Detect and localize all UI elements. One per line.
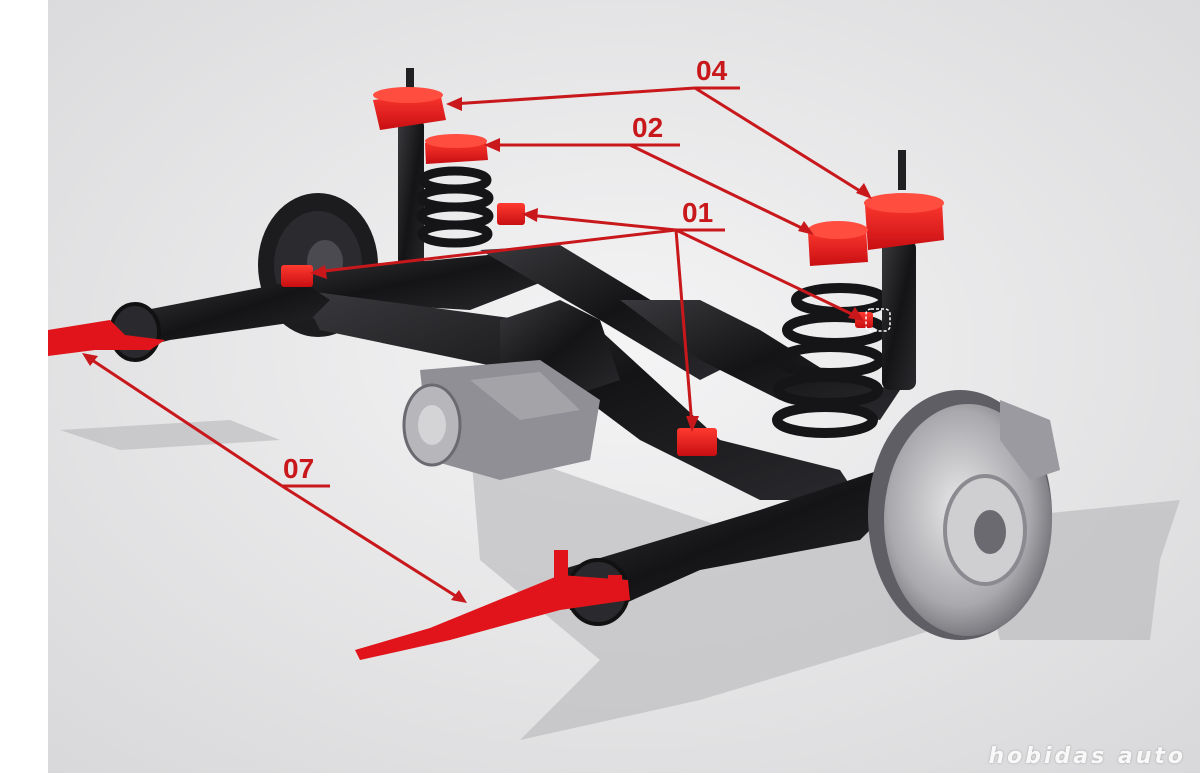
watermark: hobidas auto	[988, 744, 1186, 769]
label-07: 07	[283, 453, 315, 484]
label-01: 01	[682, 197, 714, 228]
right-strut	[882, 150, 916, 390]
differential	[402, 360, 600, 480]
leader-lines	[85, 86, 869, 602]
suspension-photo	[48, 0, 1200, 773]
arrowheads	[82, 97, 872, 603]
left-trailing-arm	[120, 280, 330, 350]
left-strut	[398, 68, 494, 290]
left-margin	[0, 0, 48, 773]
label-02: 02	[632, 112, 664, 143]
right-trailing-arm	[560, 470, 900, 610]
right-disc-brake	[868, 390, 1060, 640]
highlighted-parts	[48, 87, 944, 660]
right-spring	[772, 283, 889, 438]
label-04: 04	[696, 55, 728, 86]
